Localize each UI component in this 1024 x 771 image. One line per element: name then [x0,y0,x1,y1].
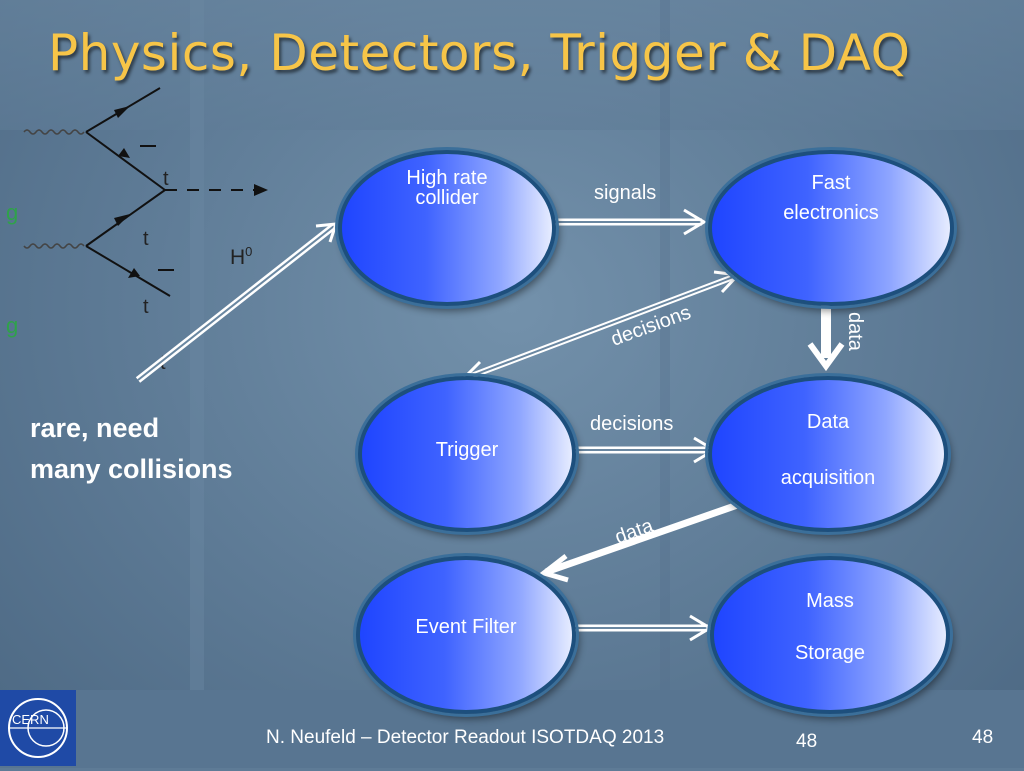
node-data-acquisition: Data acquisition [708,376,948,532]
higgs-label: H0 [230,244,252,270]
note-line: many collisions [30,454,233,484]
arrow-collision-to-collider [135,222,339,383]
top-quark-label: t [163,168,169,190]
node-event-filter: Event Filter [356,556,576,714]
background-stripe [660,0,670,768]
arrow-filter-to-storage [570,614,713,642]
cern-logo: CERN [0,690,76,766]
node-label-line: Data [806,411,850,433]
background-stripe [190,0,204,768]
gluon-label: g [6,313,19,338]
top-quark-line [85,245,171,297]
slide-title: Physics, Detectors, Trigger & DAQ [48,24,911,82]
node-fast-electronics: Fast electronics [708,150,954,306]
arrow-data-down [807,298,845,372]
node-label-line: High rate [406,167,488,189]
top-quark-label: t [143,296,149,318]
node-label-line: Mass [806,590,854,612]
node-trigger: Trigger [358,376,576,532]
antitop-quark-label: t [143,228,149,250]
gluon-line-top [23,129,85,135]
arrow-signals [550,208,707,236]
top-quark-line [85,131,166,191]
arrow-data-diagonal [538,498,748,583]
background-panel [0,0,1024,130]
cern-logo-text: CERN [12,712,49,727]
footer-credit: N. Neufeld – Detector Readout ISOTDAQ 20… [266,727,665,748]
node-label-line: Storage [794,642,866,664]
arrow-decisions-trigger [570,436,717,464]
edge-label-decisions: decisions [590,413,674,435]
edge-label-signals: signals [594,182,657,204]
node-label-line: Event Filter [415,616,517,638]
note-line: rare, need [30,413,160,443]
gluon-line-bottom [23,243,85,249]
node-label-line: Trigger [435,439,499,461]
higgs-superscript: 0 [245,244,253,259]
node-label-line: Fast [811,172,851,194]
feynman-diagram [23,87,268,297]
gluon-label: g [6,200,19,225]
rare-events-note: rare, need many collisions [30,408,233,490]
cern-logo-icon: CERN [8,698,68,758]
higgs-symbol: H [230,246,246,269]
edge-label-data: data [844,312,866,351]
slide-number: 48 [972,727,994,748]
page-number: 48 [796,731,818,752]
node-label-line: acquisition [780,467,876,489]
node-label-line: electronics [783,202,879,224]
node-label-line: collider [415,187,479,209]
